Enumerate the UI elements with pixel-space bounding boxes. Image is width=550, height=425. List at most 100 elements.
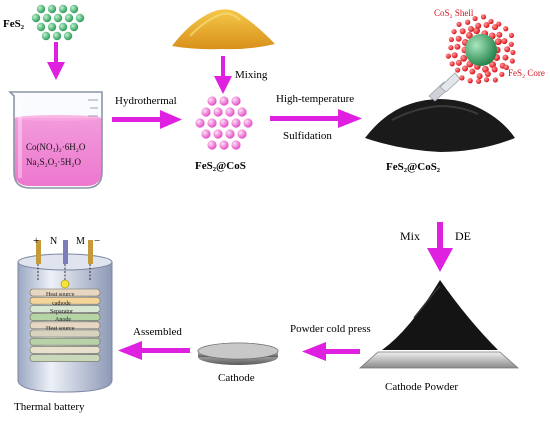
- fes2-particle: [58, 4, 68, 14]
- fes2-particle: [64, 13, 74, 23]
- heat-source-layer: [29, 288, 101, 297]
- cos2-shell-particle: [482, 65, 489, 73]
- cos2-shell-label: CoS₂ Shell: [434, 8, 474, 18]
- arrow-cold-press: [302, 342, 360, 361]
- cos2-shell-particle: [462, 65, 469, 72]
- arrow-fes2-to-beaker: [47, 42, 65, 80]
- cos2-shell-particle: [496, 31, 503, 38]
- cos2-shell-particle: [503, 26, 509, 32]
- de-label: DE: [455, 229, 471, 243]
- anode-layer: [29, 313, 101, 321]
- cos2-shell-particle: [465, 19, 471, 25]
- cos2-shell-particle: [460, 54, 468, 62]
- cos2-shell-particle: [472, 15, 478, 22]
- terminal-minus: −: [94, 235, 100, 247]
- fes2-cos-particle: [207, 118, 217, 128]
- fes2-particle-cluster: [31, 4, 85, 41]
- cos2-shell-particle: [499, 71, 505, 77]
- thermal-battery: [17, 240, 113, 393]
- cos2-shell-particle: [448, 36, 454, 43]
- cos2-shell-particle: [469, 68, 476, 75]
- layer-heat-source-bottom: Heat source: [46, 326, 75, 332]
- fes2-particle: [75, 13, 85, 23]
- chevron-arrows: [428, 72, 461, 102]
- cos2-shell-particle: [483, 22, 490, 29]
- fes2-cos-particle: [207, 140, 217, 150]
- fes2-cos-particle: [225, 129, 235, 139]
- cos2-shell-particle: [467, 78, 473, 84]
- arrow-hydrothermal: [112, 110, 182, 129]
- arrow-mixing: [214, 56, 232, 94]
- fes2-cos-particle: [201, 107, 211, 117]
- cos2-shell-particle: [480, 14, 487, 20]
- fes2-cos-particle: [237, 129, 247, 139]
- fes2-particle: [42, 13, 52, 23]
- fes2-cos-particle: [237, 107, 247, 117]
- yellow-powder-pile: [172, 9, 275, 50]
- cos2-shell-particle: [459, 28, 466, 35]
- cos2-shell-particle: [476, 73, 483, 80]
- cos2-shell-particle: [492, 77, 498, 83]
- cos2-shell-particle: [508, 41, 514, 47]
- cos2-shell-particle: [466, 32, 473, 39]
- layer-heat-source-top: Heat source: [46, 292, 75, 298]
- layer-cathode: cathode: [52, 301, 71, 307]
- cos2-shell-particle: [508, 32, 515, 38]
- fes2-cos-particle: [213, 107, 223, 117]
- fes2-cos-particle: [195, 118, 205, 128]
- fes2-particle: [69, 4, 79, 14]
- beaker-reagent-2: Na₂S₂O₃·5H₂O: [26, 157, 82, 167]
- cos2-shell-particle: [501, 38, 508, 45]
- cos2-shell-particle: [451, 52, 458, 59]
- arrow-sulfidation: [270, 109, 362, 128]
- cos2-shell-particle: [488, 18, 494, 25]
- cos2-shell-particle: [445, 53, 451, 59]
- layer-anode: Anode: [55, 317, 71, 323]
- cos2-shell-particle: [502, 54, 509, 61]
- stack-layer: [29, 346, 101, 354]
- cos2-shell-particle: [455, 35, 462, 42]
- fes2-particle: [31, 13, 41, 23]
- cos2-shell-particle: [483, 77, 490, 83]
- cos2-shell-particle: [449, 61, 455, 67]
- mix-label: Mix: [400, 229, 420, 243]
- cos2-shell-particle: [491, 66, 498, 73]
- cos2-shell-particle: [476, 78, 482, 84]
- fes2-particle: [52, 31, 62, 41]
- cathode-disk: [197, 342, 279, 365]
- cos2-shell-particle: [448, 45, 454, 51]
- fes2-cos-particle: [231, 140, 241, 150]
- fes2-particle: [53, 13, 63, 23]
- cos2-shell-particle: [503, 64, 510, 70]
- cos2-shell-particle: [459, 75, 465, 81]
- fes2-particle: [36, 4, 46, 14]
- hydrothermal-label: Hydrothermal: [115, 95, 177, 107]
- fes2-label: FeS₂: [3, 18, 25, 30]
- black-powder-pile: [365, 99, 515, 152]
- fes2-cos-particle: [219, 140, 229, 150]
- stack-layer: [29, 329, 101, 338]
- separator-layer: [29, 305, 101, 313]
- fes2-cos-particle-cluster: [195, 96, 253, 150]
- fes2-particle: [47, 4, 57, 14]
- arrow-assembled: [118, 341, 190, 360]
- cos2-shell-particle: [455, 59, 462, 66]
- cos2-shell-particle: [496, 21, 502, 27]
- high-temperature-label: High-temperature: [276, 93, 354, 105]
- terminal-m: M: [76, 236, 85, 247]
- cos2-shell-particle: [475, 22, 482, 29]
- stack-layer: [29, 337, 101, 346]
- cos2-shell-particle: [484, 71, 491, 78]
- fes2-particle: [41, 31, 51, 41]
- cathode-label: Cathode: [218, 372, 255, 384]
- powder-cold-press-label: Powder cold press: [290, 323, 371, 335]
- fes2-particle: [58, 22, 68, 32]
- fes2-cos-particle: [201, 129, 211, 139]
- terminal-plus: +: [33, 235, 39, 247]
- terminal-n: N: [50, 236, 57, 247]
- cos2-shell-particle: [504, 46, 511, 53]
- fes2-core-label: FeS₂ Core: [508, 68, 545, 78]
- sulfidation-label: Sulfidation: [283, 130, 332, 142]
- cathode-powder-label: Cathode Powder: [385, 381, 458, 393]
